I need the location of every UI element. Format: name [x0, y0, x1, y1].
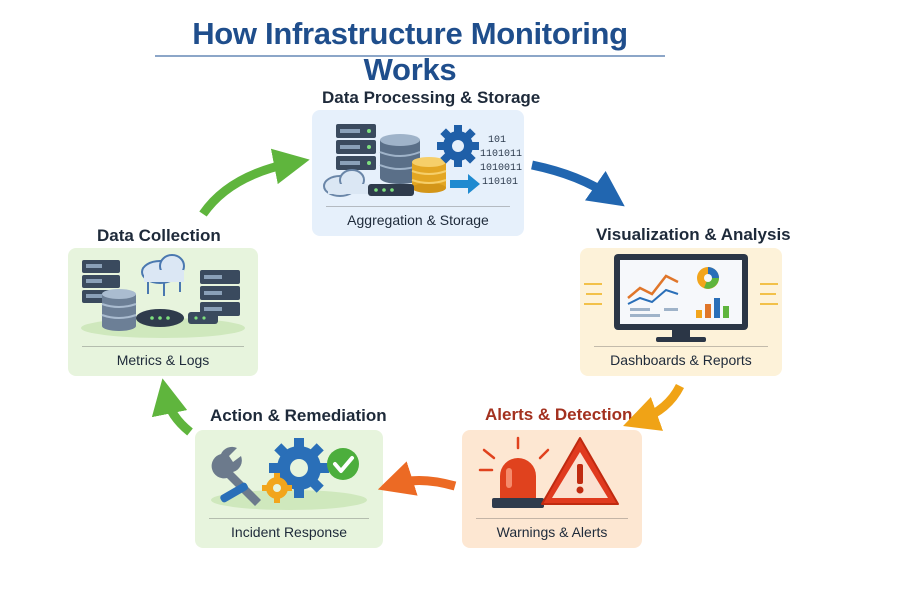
binary-line-1: 1101011 [480, 149, 522, 160]
caption-action: Incident Response [231, 524, 347, 540]
binary-line-3: 110101 [482, 177, 518, 188]
binary-text: 101 1101011 1010011 110101 [480, 135, 522, 188]
caption-collection: Metrics & Logs [116, 352, 210, 368]
arrow-collection-to-processing [199, 148, 310, 217]
wrench-icon [211, 446, 261, 506]
caption-visualization: Dashboards & Reports [610, 352, 752, 368]
checkmark-icon [327, 448, 359, 480]
alerts-illustration [478, 436, 619, 508]
processing-illustration: 101 1101011 1010011 110101 [323, 124, 522, 197]
title-underline [155, 55, 665, 57]
card-action: Incident Response [195, 430, 383, 548]
card-collection: Metrics & Logs [68, 248, 258, 376]
database-icon [101, 289, 137, 331]
server-icon [336, 124, 376, 170]
bar-chart-icon [696, 298, 729, 318]
pie-chart-icon [697, 267, 719, 289]
database-icon [379, 134, 421, 184]
cloud-icon [141, 254, 185, 296]
binary-line-0: 101 [488, 135, 506, 146]
collection-illustration [81, 254, 245, 338]
siren-rays [478, 436, 550, 472]
siren-icon [492, 458, 544, 508]
arrow-action-to-collection [151, 378, 193, 436]
card-alerts: Warnings & Alerts [462, 430, 642, 548]
chart-icon [627, 274, 679, 317]
screwdriver-icon [220, 482, 249, 503]
visualization-illustration [584, 254, 778, 342]
stage-title-alerts: Alerts & Detection [485, 405, 633, 424]
action-illustration [211, 438, 367, 510]
stage-title-action: Action & Remediation [210, 406, 387, 425]
card-processing: 101 1101011 1010011 110101 Aggregation &… [312, 110, 524, 236]
stage-title-collection: Data Collection [97, 226, 221, 245]
caption-alerts: Warnings & Alerts [496, 524, 608, 540]
glow-lines [584, 283, 778, 305]
caption-processing: Aggregation & Storage [347, 212, 489, 228]
arrow-alerts-to-action [377, 461, 457, 496]
card-visualization: Dashboards & Reports [580, 248, 782, 376]
router-icon [136, 309, 218, 327]
database-gold-icon [411, 157, 447, 193]
stage-title-visualization: Visualization & Analysis [596, 225, 791, 244]
arrow-processing-to-visualization [531, 160, 625, 207]
stage-title-processing: Data Processing & Storage [322, 88, 541, 107]
cloud-icon [323, 169, 368, 197]
warning-icon [541, 437, 619, 505]
flow-arrow-icon [450, 174, 480, 194]
page-title: How Infrastructure Monitoring Works [192, 16, 628, 87]
binary-line-2: 1010011 [480, 163, 522, 174]
gear-small-icon [262, 473, 292, 503]
arrow-visualization-to-alerts [623, 383, 685, 431]
